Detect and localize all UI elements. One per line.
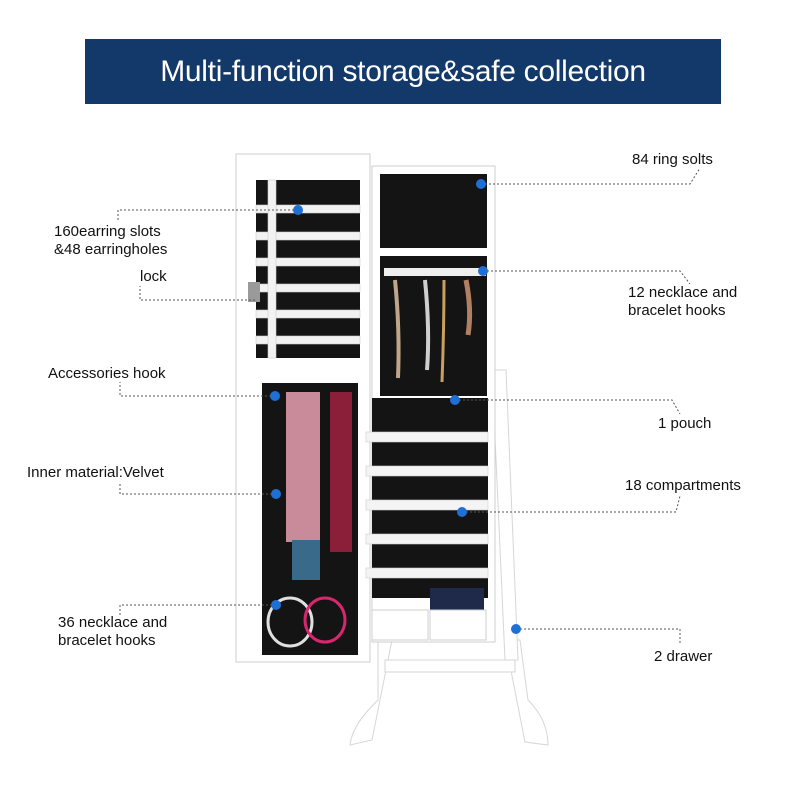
ring-panel: [380, 174, 487, 248]
marker-earring-slots: [293, 205, 303, 215]
compartment-area: [372, 398, 488, 598]
label-necklace-hooks-right-1: 12 necklace and: [628, 284, 738, 301]
marker-drawer: [511, 624, 521, 634]
marker-ring-slots: [476, 179, 486, 189]
label-drawer: 2 drawer: [654, 648, 713, 665]
label-necklace-hooks-left-2: bracelet hooks: [58, 632, 156, 649]
label-earring-slots-1: 160earring slots: [54, 223, 161, 240]
marker-inner-material: [271, 489, 281, 499]
marker-necklace-hooks-left: [271, 600, 281, 610]
banner-title: Multi-function storage&safe collection: [160, 54, 646, 88]
label-necklace-hooks-left-1: 36 necklace and: [58, 614, 168, 631]
label-lock: lock: [140, 268, 167, 285]
label-accessories-hook: Accessories hook: [48, 365, 166, 382]
cabinet-door: [235, 153, 371, 663]
marker-pouch: [450, 395, 460, 405]
marker-necklace-hooks-right: [478, 266, 488, 276]
marker-accessories-hook: [270, 391, 280, 401]
cabinet-stand: [349, 369, 549, 746]
cabinet-body: [365, 165, 496, 643]
lock-icon: [248, 282, 260, 302]
tie: [330, 392, 352, 552]
drawers: [371, 609, 487, 641]
feature-markers: [270, 179, 521, 634]
label-necklace-hooks-right-2: bracelet hooks: [628, 302, 726, 319]
scarf: [286, 392, 320, 542]
label-ring-slots: 84 ring solts: [632, 151, 713, 168]
callout-lines: [117, 167, 701, 644]
label-pouch: 1 pouch: [658, 415, 712, 432]
title-banner: Multi-function storage&safe collection: [85, 39, 721, 104]
label-earring-slots-2: &48 earringholes: [54, 241, 168, 258]
marker-compartments: [457, 507, 467, 517]
label-compartments: 18 compartments: [625, 477, 741, 494]
label-inner-material: Inner material:Velvet: [27, 464, 164, 481]
